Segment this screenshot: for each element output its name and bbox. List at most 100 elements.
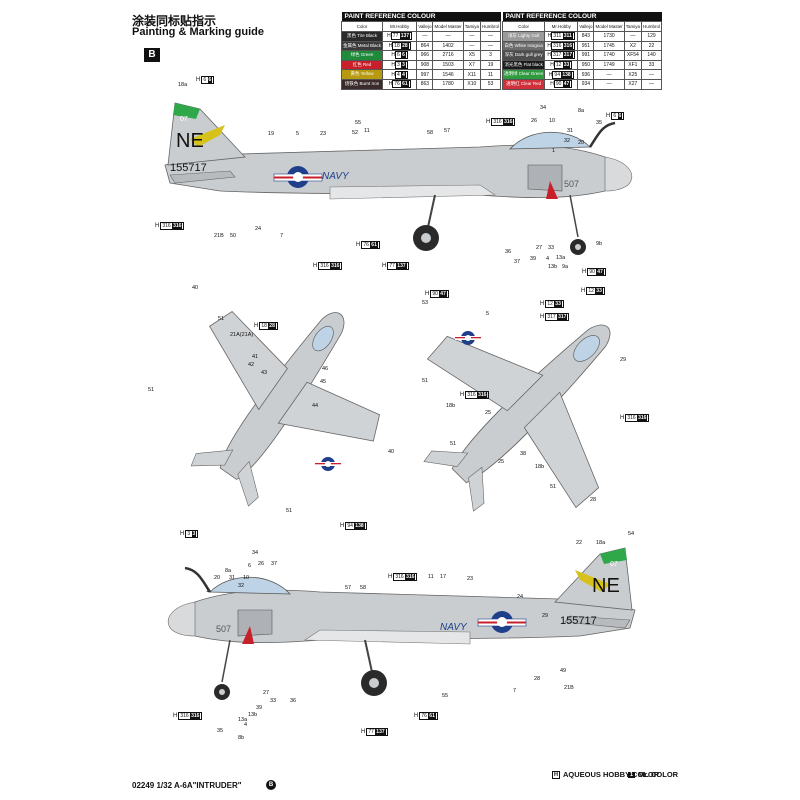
part-callout-number: 13a [238,717,248,723]
tail-yellow-flash [190,125,225,147]
mm-code: 1402 [432,40,464,52]
part-callout-number: 57 [345,585,352,591]
mm-code: — [593,69,625,80]
part-callout-number: 51 [422,378,429,384]
part-callout-number: 36 [505,249,512,255]
part-callout-number: 37 [271,561,278,567]
navy-text: NAVY [322,171,350,182]
tail-modex: 07 [180,116,188,123]
tamiya-code: XF1 [623,59,642,71]
vallejo-code: 997 [416,69,434,80]
humbrol-code: 140 [640,50,663,61]
part-callout-number: 21B [564,685,574,691]
part-callout-number: 5 [486,311,490,317]
part-callout-number: 57 [444,128,451,134]
legend-mr-color: 1 Mr. COLOR [628,770,678,779]
plan1-wing-right [277,381,380,442]
part-callout-number: 40 [192,285,199,291]
part-callout-number: 25 [485,410,492,416]
part-callout-number: 51 [550,484,557,490]
tamiya-code: XF54 [623,50,642,61]
product-label: 02249 1/32 A-6A"INTRUDER" [132,781,242,790]
part-callout-number: 1 [552,148,556,154]
nose-modex-2: 507 [216,624,231,634]
part-callout-number: 33 [270,698,277,704]
mm-code: 1546 [432,69,464,80]
col-header: Mr.Hobby [382,21,418,32]
main-gear-strut [427,194,436,228]
plan1-canopy [312,325,334,352]
paint-table-1: PAINT REFERENCE COLOUR Color Mr.Hobby Va… [340,12,502,90]
part-callout-number: 28 [590,497,597,503]
part-callout-number: 27 [263,690,270,696]
col-header: Humbrol [479,21,502,32]
part-callout-number: 39 [530,256,537,262]
nose-gear-strut [569,194,579,238]
part-callout-number: 24 [517,594,524,600]
tamiya-code: X5 [462,50,481,61]
part-callout-number: 18b [446,403,456,409]
part-callout-number: 7 [513,688,517,694]
part-callout-number: 44 [312,403,319,409]
humbrol-code: — [479,31,502,42]
tail-modex-2: 07 [610,561,618,568]
part-callout-number: 25 [498,459,505,465]
col-header: Color [340,21,384,32]
col-header: Tamiya [623,21,642,32]
color-swatch: 烧铁色 Burnt Iron [340,78,384,90]
national-insignia-2 [477,611,527,633]
part-callout-number: 37 [514,259,521,265]
mm-code: — [432,31,464,42]
part-callout-number: 51 [148,387,155,393]
tamiya-code: — [623,31,642,42]
part-callout-number: 49 [560,668,567,674]
part-callout-number: 42 [248,362,255,368]
part-callout-number: 31 [567,128,574,134]
part-callout-number: 46 [322,366,329,372]
part-callout-number: 18a [596,540,606,546]
tamiya-code: X25 [623,69,642,80]
plan1-fuselage [219,312,345,480]
part-callout-number: 55 [355,120,362,126]
plan2-canopy [573,335,600,362]
tail-green-band-2 [600,548,627,564]
tamiya-code: X27 [623,78,642,90]
part-callout-number: 20 [214,575,221,581]
tailplane [169,170,236,184]
legend-aqueous-box: H [552,770,560,779]
side-view-left: NE 07 155717 NAVY 507 [167,547,636,700]
legend-aqueous: H AQUEOUS HOBBY COLOR [552,770,659,779]
mm-code: 1749 [593,59,625,71]
paint-table-2: PAINT REFERENCE COLOUR Color Mr.Hobby Va… [501,12,663,90]
col-header: Mr.Hobby [544,21,579,32]
navy-text-2: NAVY [440,622,468,633]
part-callout-number: 41 [252,354,259,360]
mm-code: — [593,78,625,90]
plan-view-underside [423,324,611,512]
color-swatch: 红色 Red [340,59,384,71]
vallejo-code: 934 [577,78,595,90]
mm-code: 1745 [593,40,625,52]
part-callout-number: 11 [364,128,370,134]
part-callout-number: 20 [578,140,585,146]
part-callout-number: 38 [520,451,527,457]
tail-green-band [173,103,200,119]
mm-code: 2716 [432,50,464,61]
refuel-probe [588,121,616,148]
